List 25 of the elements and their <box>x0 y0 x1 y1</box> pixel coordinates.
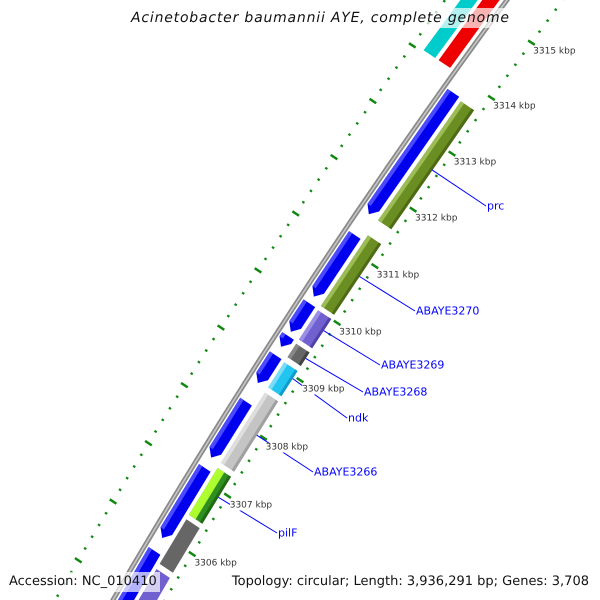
gene-label: ndk <box>348 412 368 424</box>
gene-bar <box>298 310 332 348</box>
gene-bar <box>268 362 298 396</box>
accession-text: Accession: NC_010410 <box>6 572 160 592</box>
scale-label: 3311 kbp <box>376 271 420 280</box>
gene-label: ABAYE3266 <box>314 466 378 478</box>
scale-label: 3314 kbp <box>493 102 536 112</box>
scale-label: 3306 kbp <box>194 559 237 568</box>
scale-label: 3308 kbp <box>266 443 308 452</box>
gene-label: ABAYE3269 <box>381 360 444 370</box>
gene-bar <box>188 468 231 524</box>
leader-line <box>305 358 364 392</box>
gene-bar <box>288 344 310 366</box>
scale-label: 3313 kbp <box>454 158 496 168</box>
scale-label: 3312 kbp <box>415 214 458 224</box>
leader-line <box>359 276 416 312</box>
gene-label: ABAYE3270 <box>416 306 480 316</box>
gene-label: pilF <box>278 528 298 538</box>
scale-label: 3315 kbp <box>533 48 576 57</box>
gene-label: ABAYE3268 <box>364 386 428 398</box>
scale-label: 3310 kbp <box>339 328 382 338</box>
scale-label: 3307 kbp <box>230 501 272 510</box>
leader-line <box>323 330 380 366</box>
scale-label: 3309 kbp <box>302 385 344 394</box>
gene-label: prc <box>487 200 504 212</box>
